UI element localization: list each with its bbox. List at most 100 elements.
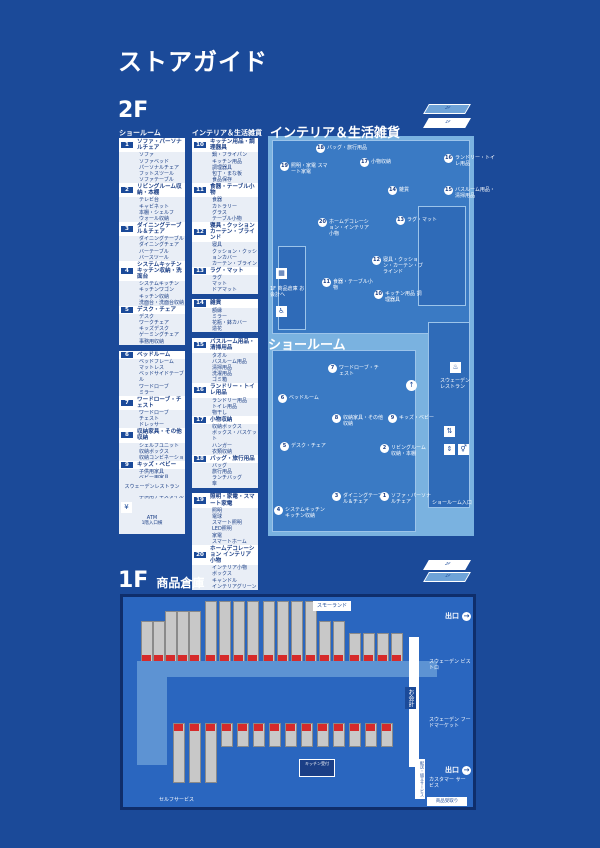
aisle-tag: [142, 655, 151, 662]
legend-title: ホームデコレーション インテリア小物: [210, 545, 255, 564]
legend-item: ワークチェア: [139, 320, 170, 326]
map-pin-16[interactable]: 16: [444, 154, 453, 163]
map-pin-11[interactable]: 11: [322, 278, 331, 287]
aisle-tag: [264, 655, 273, 662]
map-pin-7[interactable]: 7: [328, 364, 337, 373]
legend-item: キッチン収納: [139, 293, 170, 300]
aisle-tag: [350, 724, 359, 731]
legend-title: キッズ・ベビー: [137, 461, 177, 468]
exit-bottom-label: 出口: [445, 766, 459, 774]
delivery-label: 配送・組立サービス: [415, 759, 425, 799]
pickup-label: 1F 商品倉庫 お会計へ: [270, 286, 305, 298]
legend-item: インテリア小物: [212, 565, 248, 572]
legend-item: バスルーム用品: [212, 358, 247, 365]
map-pin-15[interactable]: 15: [444, 186, 453, 195]
arrow-up-icon: ↑: [406, 380, 417, 391]
aisle-tag: [190, 655, 199, 662]
legend-item: テレビ台: [139, 197, 160, 204]
map-pin-14[interactable]: 14: [388, 186, 397, 195]
legend-item: 旅行用品: [212, 469, 233, 475]
legend-number: 4: [121, 267, 133, 274]
pickup-button[interactable]: 商品受取り: [427, 797, 467, 806]
legend-item: タオル: [212, 352, 228, 359]
map-pin-label: ランドリー・トイレ用品: [455, 155, 496, 167]
legend-item: ハンガー: [212, 442, 233, 449]
legend-number: 9: [121, 461, 133, 468]
self-serve-label: セルフサービス: [159, 797, 195, 803]
legend-title: ダイニングテーブル＆チェア: [137, 222, 182, 235]
exit-bottom[interactable]: 出口 →: [445, 765, 471, 775]
legend-item: ミラー: [212, 313, 228, 320]
map-pin-20[interactable]: 20: [318, 218, 327, 227]
interior-heading: インテリア＆生活雑貨: [192, 129, 262, 137]
legend-item: クッション・クッションカバー: [212, 248, 258, 261]
map-pin-9[interactable]: 9: [388, 414, 397, 423]
map-pin-19[interactable]: 19: [280, 162, 289, 171]
legend-item: ソファテーブル: [139, 177, 174, 184]
legend-item: キャンドル: [212, 577, 238, 584]
page-title: ストアガイド: [118, 48, 268, 76]
restaurant-map-label: スウェーデン レストラン: [440, 378, 471, 390]
aisle-tag: [178, 655, 187, 662]
aisle-tag: [222, 724, 231, 731]
map-pin-1[interactable]: 1: [380, 492, 389, 501]
legend-number: 20: [194, 551, 206, 558]
map-pin-2[interactable]: 2: [380, 444, 389, 453]
legend-item: ベッドサイドテーブル: [139, 371, 184, 384]
legend-item: シェルフユニット: [139, 442, 180, 449]
legend-title: ランドリー・トイレ用品: [210, 384, 255, 397]
map-pin-13[interactable]: 13: [396, 216, 405, 225]
legend-title: ラグ・マット: [210, 267, 244, 274]
stairs-icon: ⇅: [444, 426, 455, 437]
map-pin-5[interactable]: 5: [280, 442, 289, 451]
aisle-tag: [334, 655, 343, 662]
legend-title: 照明・家電・スマート家電: [210, 494, 255, 507]
legend-item: ワードローブ: [139, 383, 169, 390]
map-pin-label: システムキッチン キッチン収納: [285, 507, 325, 519]
legend-item: ランドリー用品: [212, 397, 248, 404]
map-pin-18[interactable]: 18: [316, 144, 325, 153]
map-pin-6[interactable]: 6: [278, 394, 287, 403]
map-pin-label: ソファ・パーソナルチェア: [391, 493, 432, 505]
legend-item: 電球: [212, 514, 223, 520]
legend-item: デスク: [139, 313, 155, 320]
aisle-tag: [220, 655, 229, 662]
legend-item: 額縁: [212, 307, 223, 314]
map-pin-label: 食器・テーブル小物: [333, 279, 373, 291]
aisle-horizontal: [137, 661, 437, 677]
map-pin-12[interactable]: 12: [372, 256, 381, 265]
aisle-tag: [318, 724, 327, 731]
map-pin-10[interactable]: 10: [374, 290, 383, 299]
legend-item: カトラリー: [212, 203, 238, 210]
rack: [205, 723, 217, 783]
map-pin-17[interactable]: 17: [360, 158, 369, 167]
exit-top[interactable]: 出口 →: [445, 611, 471, 621]
legend-item: 物干し: [212, 410, 228, 416]
customer-service-label: カスタマー サービス: [429, 777, 466, 789]
map-pin-4[interactable]: 4: [274, 506, 283, 515]
elevator-icon: ⇕: [444, 444, 455, 455]
legend-item: テーブル小物: [212, 216, 242, 223]
map-pin-3[interactable]: 3: [332, 492, 341, 501]
legend-item: スマートホーム: [212, 538, 247, 545]
legend-title: 収納家具・その他収納: [137, 429, 182, 442]
showroom-heading: ショールーム: [119, 129, 161, 137]
legend-item: 洗濯用品: [212, 371, 233, 378]
map-pin-8[interactable]: 8: [332, 414, 341, 423]
food-market-label: スウェーデン フードマーケット: [429, 717, 471, 729]
map-pin-label: ベッドルーム: [289, 395, 319, 401]
legend-item: マットレス: [139, 365, 165, 371]
legend-item: ダイニングチェア: [139, 242, 180, 249]
legend-item: バッグ: [212, 462, 228, 469]
